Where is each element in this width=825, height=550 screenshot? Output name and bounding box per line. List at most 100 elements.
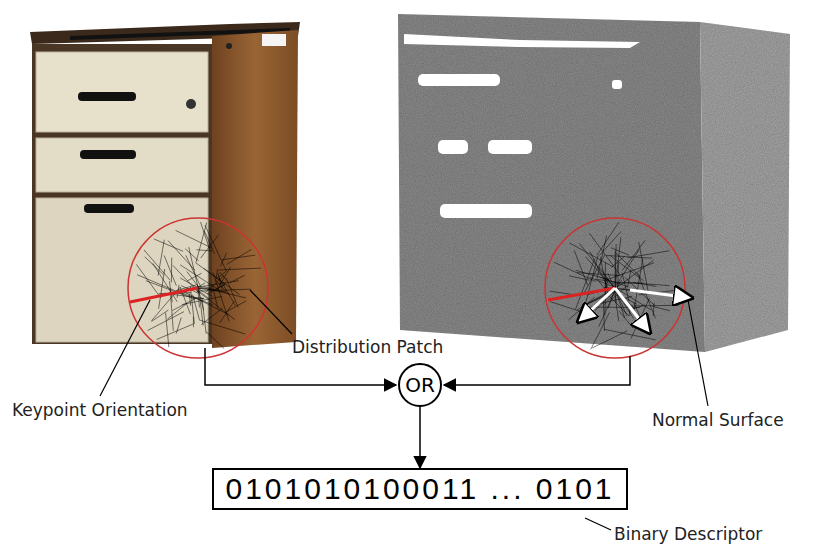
- patch-line: [609, 296, 629, 316]
- cloud-gap: [488, 140, 532, 154]
- lock: [226, 43, 232, 49]
- patch-line: [628, 251, 670, 258]
- patch-line: [606, 255, 651, 258]
- leader-line: [585, 518, 611, 530]
- patch-line: [190, 286, 194, 323]
- descriptor-box: 0101010100011 ... 0101: [212, 468, 627, 510]
- patch-line: [218, 268, 261, 270]
- or-gate-circle: OR: [398, 363, 442, 407]
- patch-line: [220, 301, 235, 323]
- sticker: [262, 34, 286, 46]
- lock: [186, 99, 196, 109]
- drawer: [36, 52, 208, 132]
- normal-arrows: [578, 288, 692, 333]
- cabinet-photo: [30, 22, 300, 348]
- patch-line: [198, 288, 226, 292]
- part-label: Distribution Patch: [292, 337, 443, 357]
- patch-line: [159, 269, 165, 309]
- patch-line: [196, 223, 207, 263]
- handle: [78, 92, 136, 101]
- patch-line: [137, 275, 182, 294]
- patch-line: [158, 240, 164, 276]
- cloud-front: [398, 14, 705, 352]
- patch-line: [212, 284, 217, 308]
- leader-line: [100, 300, 150, 396]
- leader-line: [688, 300, 708, 406]
- flow-line: [444, 356, 630, 385]
- patch-line: [592, 331, 627, 348]
- patch-line: [554, 262, 595, 281]
- leader-line: [250, 290, 292, 334]
- patch-line: [206, 332, 224, 349]
- cabinet-frame: [32, 44, 212, 344]
- patch-line: [615, 250, 639, 288]
- patch-line: [187, 272, 200, 290]
- patch-line: [166, 313, 169, 348]
- patch-line: [634, 258, 643, 310]
- part-label: Normal Surface: [652, 410, 784, 430]
- cloud-gap: [404, 34, 640, 48]
- patch-line: [157, 324, 194, 340]
- flow-arrow: [419, 407, 421, 468]
- handle: [84, 204, 134, 213]
- patch-line: [144, 250, 170, 280]
- cloud-side: [700, 22, 790, 352]
- patch-line: [216, 269, 218, 282]
- patch-line: [615, 237, 621, 288]
- part-label: Binary Descriptor: [614, 524, 762, 544]
- patch-line: [202, 297, 206, 333]
- patch-line: [638, 273, 656, 318]
- normal-arrow: [630, 290, 692, 298]
- patch-line: [600, 268, 615, 290]
- patch-line: [167, 303, 186, 319]
- patch-circle: [128, 218, 268, 358]
- patch-line: [611, 256, 624, 267]
- patch-line: [181, 290, 230, 315]
- handle: [80, 150, 136, 159]
- patch-line: [603, 298, 604, 330]
- point-cloud: [398, 14, 790, 352]
- patch-line: [590, 252, 610, 292]
- part-label: Keypoint Orientation: [12, 400, 188, 420]
- patch-line: [225, 301, 246, 312]
- patch-line: [201, 235, 219, 258]
- patch-line: [180, 278, 198, 288]
- patch-line: [151, 310, 168, 322]
- cloud-gap: [418, 74, 500, 86]
- drawer: [36, 138, 208, 192]
- operator-text: OR: [405, 373, 435, 397]
- patch-line: [549, 291, 571, 294]
- patch-line: [185, 249, 198, 261]
- cabinet-side: [212, 30, 298, 348]
- patch-line: [619, 311, 633, 328]
- patch-line: [197, 289, 251, 291]
- patch-line: [136, 264, 161, 298]
- normal-arrow: [615, 288, 650, 333]
- patch-line: [612, 282, 643, 283]
- cloud-gap: [612, 80, 622, 89]
- patch-circle: [545, 218, 685, 358]
- patch-line: [615, 251, 616, 293]
- patch-line: [611, 248, 629, 255]
- distribution-patch: [549, 222, 679, 349]
- patch-line: [569, 276, 589, 280]
- binary-string: 0101010100011 ... 0101: [225, 472, 614, 506]
- patch-line: [148, 312, 184, 331]
- patch-line: [201, 222, 211, 251]
- patch-line: [227, 249, 252, 264]
- patch-line: [195, 263, 225, 285]
- normal-arrow: [578, 288, 615, 322]
- patch-line: [207, 285, 225, 294]
- patch-line: [589, 233, 621, 277]
- patch-line: [222, 255, 255, 260]
- cloud-gap: [438, 140, 468, 154]
- patch-line: [628, 270, 631, 288]
- patch-line: [597, 236, 607, 279]
- patch-line: [204, 231, 214, 254]
- patch-line: [171, 258, 172, 283]
- patch-line: [591, 312, 610, 349]
- patch-line: [652, 306, 670, 310]
- patch-line: [164, 255, 176, 285]
- cloud-gap: [440, 204, 532, 218]
